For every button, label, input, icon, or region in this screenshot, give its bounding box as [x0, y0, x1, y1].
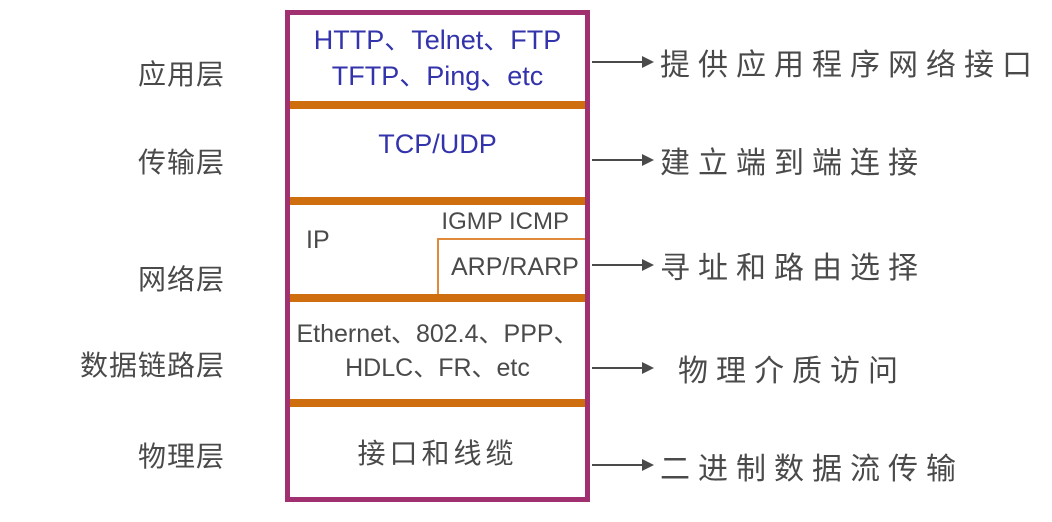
datalink-layer-cell: Ethernet、802.4、PPP、 HDLC、FR、etc — [290, 302, 585, 399]
description-network: 寻址和路由选择 — [660, 252, 926, 285]
network-layer-cell: IP IGMP ICMP ARP/RARP — [290, 205, 585, 294]
layer-divider — [290, 294, 585, 302]
description-datalink: 物理介质访问 — [678, 355, 906, 388]
application-protocols-line2: TFTP、Ping、etc — [331, 61, 544, 91]
layer-divider — [290, 197, 585, 205]
arrow-application-icon — [592, 56, 654, 68]
application-layer-cell: HTTP、Telnet、FTP TFTP、Ping、etc — [290, 15, 585, 101]
arrow-datalink-icon — [592, 362, 654, 374]
layer-divider — [290, 399, 585, 407]
layer-label-network: 网络层 — [137, 264, 225, 295]
ip-protocol-label: IP — [306, 226, 330, 254]
layer-label-application: 应用层 — [137, 59, 225, 90]
layer-divider — [290, 101, 585, 109]
arp-rarp-subbox: ARP/RARP — [437, 238, 585, 294]
arrow-network-icon — [592, 259, 654, 271]
igmp-icmp-protocol-label: IGMP ICMP — [441, 208, 569, 235]
protocol-stack-box: HTTP、Telnet、FTP TFTP、Ping、etc TCP/UDP IP… — [285, 10, 590, 502]
description-physical: 二进制数据流传输 — [660, 453, 964, 486]
physical-medium-label: 接口和线缆 — [357, 438, 518, 469]
transport-protocols: TCP/UDP — [378, 129, 497, 159]
layer-label-datalink: 数据链路层 — [79, 350, 225, 381]
physical-layer-cell: 接口和线缆 — [290, 407, 585, 497]
datalink-protocols-line1: Ethernet、802.4、PPP、 — [296, 319, 579, 348]
datalink-protocols-line2: HDLC、FR、etc — [345, 353, 530, 382]
description-transport: 建立端到端连接 — [660, 147, 926, 180]
arrow-physical-icon — [592, 459, 654, 471]
layer-label-transport: 传输层 — [137, 147, 225, 178]
application-protocols-line1: HTTP、Telnet、FTP — [313, 25, 562, 55]
transport-layer-cell: TCP/UDP — [290, 109, 585, 197]
layer-label-physical: 物理层 — [137, 441, 225, 472]
arrow-transport-icon — [592, 154, 654, 166]
description-application: 提供应用程序网络接口 — [660, 49, 1040, 82]
arp-rarp-protocol-label: ARP/RARP — [451, 252, 579, 281]
